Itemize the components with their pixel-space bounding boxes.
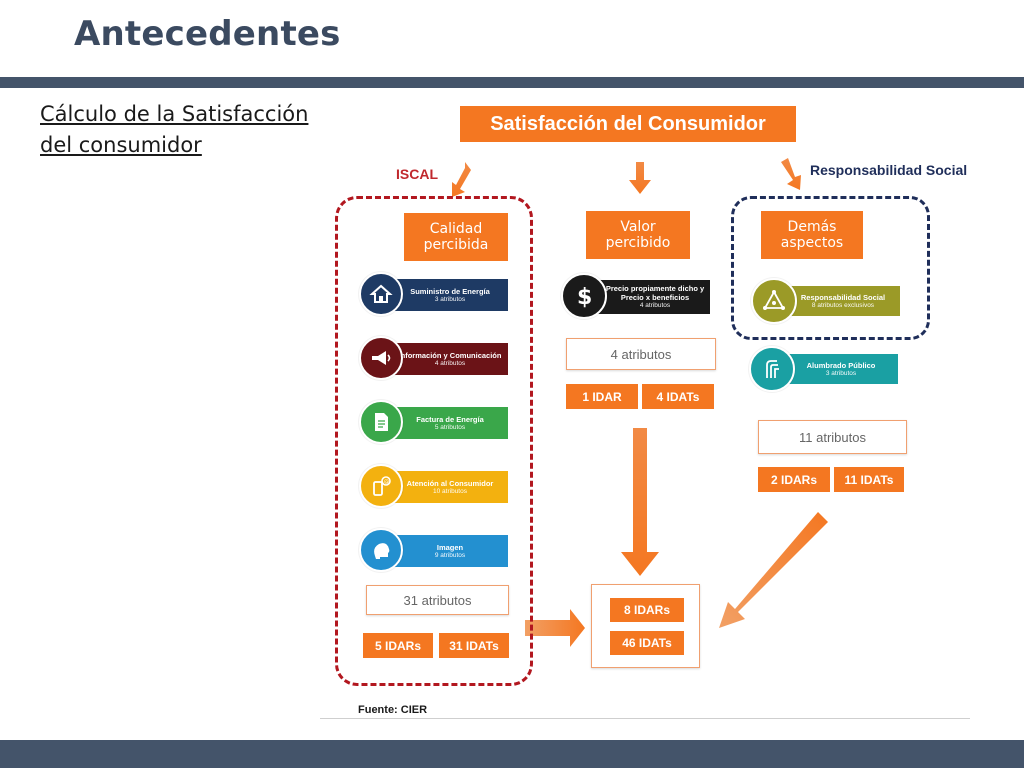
item-sub: 5 atributos	[434, 423, 466, 431]
megaphone-icon	[372, 351, 391, 365]
demas-aspectos-title: Demás aspectos	[780, 219, 844, 251]
valor-percibido-box: Valor percibido	[586, 211, 690, 259]
demas-idars-box: 2 IDARs	[758, 467, 830, 492]
svg-text:$: $	[577, 285, 592, 309]
arrow-iscal-to-results	[525, 609, 585, 647]
item-name: Precio propiamente dicho y Precio x bene…	[605, 284, 705, 302]
item-name: Información y Comunicación	[398, 350, 502, 360]
calidad-percibida-title: Calidad percibida	[423, 221, 489, 253]
arrow-demas-to-results	[719, 512, 828, 628]
source-divider	[320, 718, 970, 719]
calidad-percibida-box: Calidad percibida	[404, 213, 508, 261]
demas-total-box: 11 atributos	[758, 420, 907, 454]
result-idats-box: 46 IDATs	[610, 631, 684, 655]
item-name: Factura de Energía	[416, 414, 484, 424]
item-name: Responsabilidad Social	[800, 292, 886, 302]
valor-percibido-title: Valor percibido	[605, 219, 671, 251]
satisfaction-diagram: Satisfacción del Consumidor ISCAL Respon…	[320, 98, 972, 723]
item-sub: 8 atributos exclusivos	[811, 301, 875, 309]
iscal-label: ISCAL	[396, 166, 438, 182]
slide-subtitle: Cálculo de la Satisfacción del consumido…	[40, 102, 309, 157]
item-sub: 3 atributos	[434, 295, 466, 303]
item-sub: 3 atributos	[825, 369, 857, 377]
triangle-network-icon	[763, 290, 785, 310]
item-sub: 4 atributos	[639, 302, 671, 309]
iscal-dashed-group	[335, 196, 533, 686]
svg-text:@: @	[384, 479, 389, 485]
arrow-to-valor	[629, 162, 651, 194]
dollar-icon: $	[577, 285, 592, 309]
title-divider-bar	[0, 77, 1024, 88]
item-sub: 9 atributos	[434, 551, 466, 559]
demas-aspectos-box: Demás aspectos	[761, 211, 863, 259]
footer-bar	[0, 740, 1024, 768]
demas-idats-box: 11 IDATs	[834, 467, 904, 492]
arrow-to-responsabilidad	[781, 158, 801, 190]
item-name: Alumbrado Público	[806, 360, 876, 370]
item-name: Atención al Consumidor	[406, 478, 494, 488]
valor-idar-box: 1 IDAR	[566, 384, 638, 409]
arrow-valor-to-results	[621, 428, 659, 576]
main-title-box: Satisfacción del Consumidor	[460, 106, 796, 142]
results-box	[591, 584, 700, 668]
flow-arrows	[452, 158, 828, 647]
head-icon	[374, 543, 390, 559]
valor-total-box: 4 atributos	[566, 338, 716, 370]
phone-icon: @	[373, 476, 391, 496]
item-sub: 4 atributos	[434, 359, 466, 367]
calidad-idats-box: 31 IDATs	[439, 633, 509, 658]
house-plug-icon	[369, 284, 393, 303]
calidad-idars-box: 5 IDARs	[363, 633, 433, 658]
streetlight-icon	[766, 360, 779, 378]
responsabilidad-social-label: Responsabilidad Social	[810, 162, 968, 178]
source-caption: Fuente: CIER	[358, 704, 428, 716]
item-name: Suministro de Energía	[410, 286, 490, 296]
calidad-total-box: 31 atributos	[366, 585, 509, 615]
item-sub: 10 atributos	[433, 487, 467, 495]
valor-idats-box: 4 IDATs	[642, 384, 714, 409]
item-name: Imagen	[436, 542, 464, 552]
arrow-to-iscal	[452, 162, 471, 197]
responsabilidad-dashed-group	[731, 196, 930, 340]
slide-title: Antecedentes	[74, 14, 341, 54]
document-icon	[375, 413, 388, 431]
result-idars-box: 8 IDARs	[610, 598, 684, 622]
